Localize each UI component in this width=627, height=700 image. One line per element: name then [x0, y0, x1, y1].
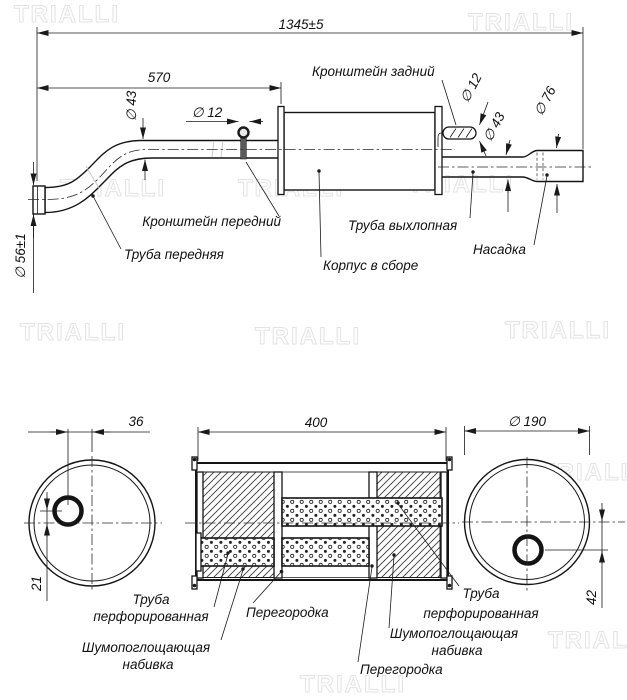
- dim-tip-dia-text: ∅ 76: [531, 83, 559, 117]
- dim-inlet-dia: ∅ 56±1: [13, 162, 37, 293]
- dim-inlet-dia-text: ∅ 56±1: [13, 233, 28, 278]
- muffler-body: [283, 111, 436, 191]
- label-stuffing-right-2: набивка: [432, 643, 483, 658]
- label-stuffing-left-2: набивка: [123, 657, 174, 672]
- inlet-flange: [32, 185, 46, 215]
- dim-tail-pipe-dia-text: ∅ 43: [480, 109, 508, 143]
- label-rear-bracket: Кронштейн задний: [312, 64, 435, 79]
- dim-outlet-offset-y-text: 42: [584, 589, 599, 605]
- dim-outlet-offset-y: 42: [584, 503, 605, 608]
- dim-front-length: 570: [37, 70, 282, 104]
- dim-rear-bracket-dia: ∅ 12: [457, 70, 489, 157]
- dim-inlet-offset-y: 21: [29, 492, 50, 601]
- inlet-spigot: [195, 532, 202, 572]
- outlet-end-view: ∅ 190 42: [462, 414, 625, 608]
- dim-front-pipe-dia: ∅ 43: [124, 90, 148, 180]
- muffler-section-view: 400: [185, 415, 459, 590]
- watermark: TRIALLI: [468, 9, 574, 36]
- outlet-pipe-circle: [512, 534, 544, 566]
- watermark: TRIALLI: [505, 317, 611, 344]
- dim-rear-bracket-dia-text: ∅ 12: [457, 70, 485, 104]
- muffler-front-flange: [277, 105, 285, 196]
- rear-bracket: [437, 126, 477, 147]
- dim-overall-text: 1345±5: [279, 17, 324, 32]
- label-baffle-left: Перегородка: [246, 605, 329, 620]
- watermark: TRIALLI: [300, 671, 406, 698]
- label-front-bracket: Кронштейн передний: [142, 214, 281, 229]
- inlet-end-view: 36 21: [24, 414, 162, 601]
- shell-crimps: [191, 456, 453, 590]
- dim-front-bracket-dia: ∅ 12: [186, 105, 263, 125]
- label-perf-pipe-right-1: Труба: [462, 586, 499, 601]
- label-stuffing-left-1: Шумопоглощающая: [82, 640, 210, 655]
- baffle-1: [273, 471, 283, 579]
- front-bracket: [237, 126, 250, 160]
- label-tip: Насадка: [473, 242, 526, 257]
- dim-body-length: 400: [197, 415, 447, 461]
- pipe-seam: [220, 140, 224, 158]
- label-body-assembly: Корпус в сборе: [323, 258, 418, 273]
- watermark: TRIALLI: [548, 627, 627, 654]
- dim-shell-dia-text: ∅ 190: [508, 414, 547, 429]
- watermark: TRIALLI: [255, 323, 361, 350]
- dim-inlet-offset-x: 36: [28, 414, 150, 435]
- dim-tip-dia: ∅ 76: [531, 83, 562, 213]
- label-front-pipe: Труба передняя: [124, 247, 224, 262]
- tip-outline: [522, 149, 584, 183]
- pipe-seam: [85, 165, 100, 189]
- dim-shell-dia: ∅ 190: [464, 414, 590, 455]
- front-pipe-outline: [44, 139, 285, 214]
- watermark: TRIALLI: [20, 319, 126, 346]
- side-view-labels: Кронштейн задний Кронштейн передний Труб…: [91, 64, 549, 273]
- stuffing-upper-right: [376, 471, 441, 499]
- watermark: TRIALLI: [14, 1, 120, 28]
- section-labels: Труба перфорированная Перегородка Шумопо…: [82, 501, 539, 677]
- centerline-front: [28, 149, 455, 200]
- dim-body-length-text: 400: [305, 415, 328, 430]
- dim-inlet-offset-y-text: 21: [29, 576, 44, 592]
- muffler-rear-flange: [434, 105, 443, 196]
- dim-front-pipe-dia-text: ∅ 43: [124, 90, 139, 121]
- pipe-seam: [211, 140, 215, 158]
- dim-overall-length: 1345±5: [36, 17, 584, 181]
- stuffing-lower-right: [376, 525, 441, 578]
- dim-inlet-offset-x-text: 36: [128, 414, 144, 429]
- dim-front-bracket-dia-text: ∅ 12: [192, 105, 223, 120]
- label-exhaust-pipe: Труба выхлопная: [348, 218, 457, 233]
- label-perf-pipe-right-2: перфорированная: [423, 606, 538, 621]
- label-baffle-right: Перегородка: [360, 662, 443, 677]
- label-stuffing-right-1: Шумопоглощающая: [390, 626, 518, 641]
- left-end-cap: [196, 471, 204, 579]
- side-view: 1345±5 570 ∅ 43 ∅ 12 ∅ 12: [13, 17, 592, 293]
- dim-front-length-text: 570: [148, 70, 171, 85]
- label-perf-pipe-left-2: перфорированная: [93, 609, 208, 624]
- label-perf-pipe-left-1: Труба: [132, 592, 169, 607]
